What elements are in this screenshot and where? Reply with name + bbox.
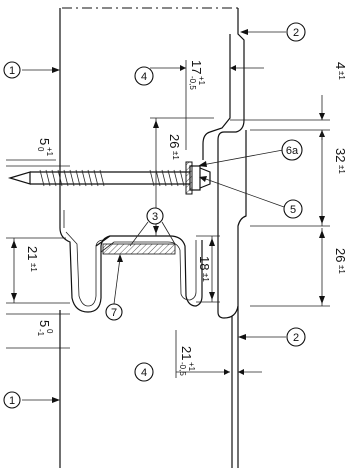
svg-text:±1: ±1 [337,265,346,274]
left-panel [59,8,65,468]
svg-text:4: 4 [141,367,147,379]
callout-part-1-top: 1 [3,61,21,79]
callout-part-2-bottom: 2 [286,327,306,347]
dim-21-bottom: 21 +1 -0,5 [178,346,196,376]
svg-text:+1: +1 [45,147,54,157]
leader-arrows [22,29,286,403]
dim-5-bottom: 5 0 -1 [36,320,54,337]
callout-part-5: 5 [283,199,303,219]
callout-part-2-top: 2 [286,22,306,42]
svg-text:18: 18 [197,256,212,270]
svg-text:-0,5: -0,5 [188,76,197,90]
svg-text:0: 0 [45,329,54,334]
svg-text:5: 5 [290,204,296,216]
dim-4: 4 ±1 [333,62,346,80]
dim-5-top: 5 +1 0 [36,138,54,157]
svg-text:26: 26 [333,248,346,262]
svg-text:+1: +1 [187,362,196,372]
svg-text:±1: ±1 [337,71,346,80]
svg-text:1: 1 [9,395,15,407]
callout-part-6a: 6a [281,139,303,161]
dim-21-left: 21 ±1 [25,246,40,272]
callout-part-1-bottom: 1 [3,391,21,409]
svg-text:±1: ±1 [29,263,38,272]
right-panel-profile [217,8,245,150]
dim-17: 17 +1 -0,5 [188,60,206,90]
screw [7,161,211,195]
svg-text:32: 32 [333,148,346,162]
dim-18: 18 ±1 [197,256,212,282]
svg-text:26: 26 [167,134,182,148]
dim-26-right: 26 ±1 [333,248,346,274]
svg-text:5: 5 [37,138,52,145]
svg-text:±1: ±1 [201,273,210,282]
svg-text:6a: 6a [286,145,299,157]
svg-text:17: 17 [189,60,204,74]
svg-text:±1: ±1 [171,151,180,160]
svg-text:-1: -1 [36,329,45,337]
svg-text:7: 7 [111,307,117,319]
svg-text:2: 2 [293,27,299,39]
sealing-strip-hatched [102,243,176,255]
dim-26-left: 26 ±1 [167,134,182,160]
dim-32: 32 ±1 [333,148,346,174]
right-groove [217,130,247,319]
svg-text:5: 5 [37,320,52,327]
svg-text:±1: ±1 [337,165,346,174]
svg-text:3: 3 [152,211,158,223]
svg-text:0: 0 [36,147,45,152]
callout-part-3: 3 [146,207,164,225]
svg-text:21: 21 [25,246,40,260]
right-panel-inner [202,34,231,160]
left-groove [59,227,111,313]
svg-text:-0,5: -0,5 [178,362,187,376]
callout-part-4-top: 4 [134,66,154,86]
svg-text:4: 4 [333,62,346,69]
svg-text:21: 21 [179,346,194,360]
clip-profile-inner [100,240,197,301]
svg-text:+1: +1 [197,76,206,86]
left-groove-inner [65,231,105,307]
svg-text:1: 1 [9,65,15,77]
svg-text:2: 2 [293,332,299,344]
callout-part-4-bottom: 4 [134,362,154,382]
svg-text:4: 4 [141,71,147,83]
callout-part-7: 7 [105,303,123,321]
